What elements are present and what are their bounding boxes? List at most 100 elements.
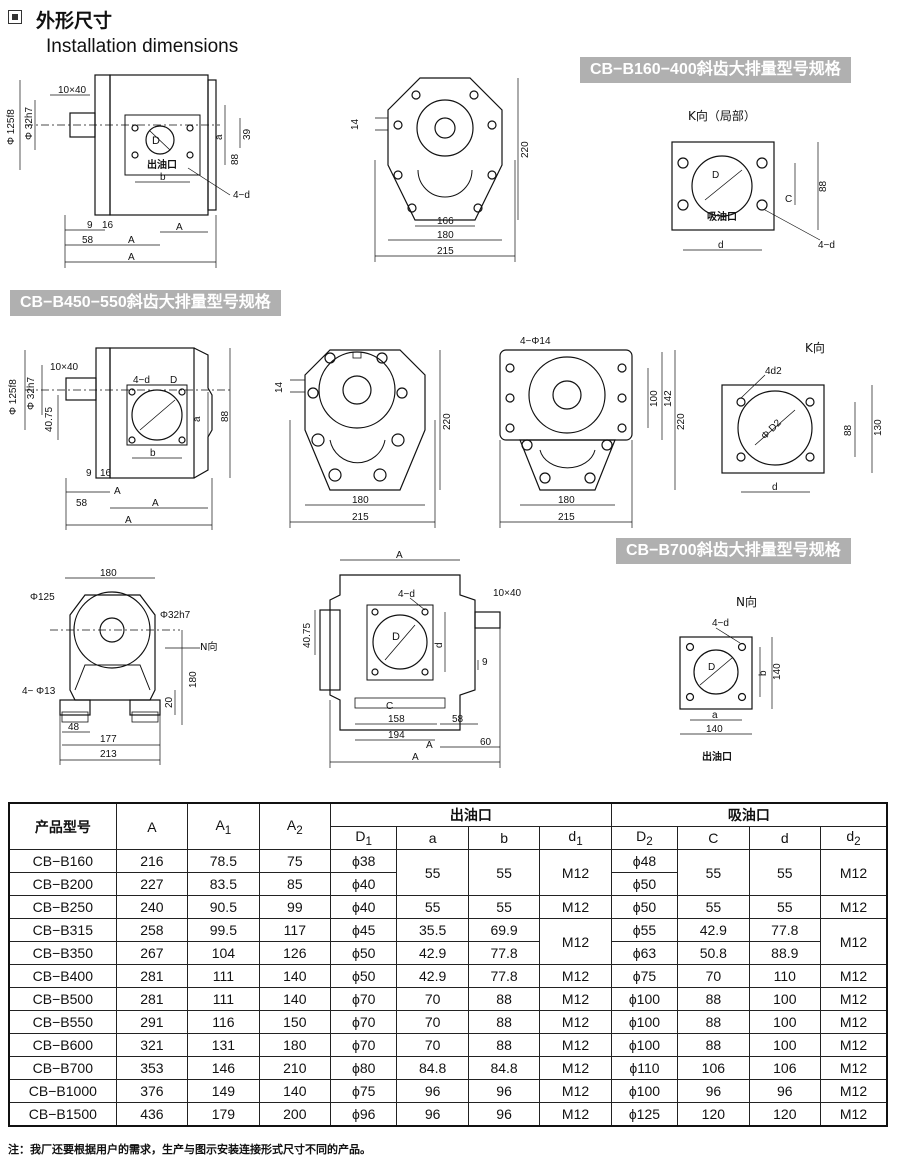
cell-d1: M12 (539, 849, 612, 896)
d2-rear-142: 142 (663, 390, 674, 407)
cell-D2: ϕ100 (610, 987, 679, 1011)
cell-D2: ϕ50 (610, 895, 679, 919)
d2-A: A (125, 515, 132, 526)
cell-a: 42.9 (396, 964, 469, 988)
cell-b: 55 (467, 895, 541, 919)
d3-phi125: Φ125 (30, 592, 55, 603)
cell-d2: M12 (820, 964, 888, 988)
d2-k-d2: Φ D2 (759, 417, 784, 442)
cell-D1: ϕ75 (330, 1079, 398, 1103)
cell-D2: ϕ100 (610, 1079, 679, 1103)
d2-k-88: 88 (843, 424, 854, 436)
cell-D1: ϕ40 (330, 895, 398, 919)
banner-b700: CB−B700斜齿大排量型号规格 (616, 538, 851, 564)
d1-88: 88 (230, 153, 241, 165)
table-row: CB−B700 353 146 210 ϕ80 84.8 84.8 M12 ϕ1… (8, 1056, 888, 1080)
d3-213: 213 (100, 749, 117, 760)
cell-D1: ϕ45 (330, 918, 398, 942)
cell-D2: ϕ75 (610, 964, 679, 988)
cell-a: 55 (396, 849, 469, 896)
cell-A2: 140 (258, 1079, 332, 1103)
cell-model: CB−B250 (8, 895, 117, 919)
d3-side-194: 194 (388, 730, 405, 741)
d1-k-88: 88 (818, 180, 829, 192)
d1-k-c: C (785, 194, 792, 205)
th-C: C (677, 826, 750, 850)
cell-d2: M12 (820, 987, 888, 1011)
cell-A1: 111 (187, 987, 260, 1011)
th-A2: A2 (258, 802, 332, 850)
table-row: CB−B550 291 116 150 ϕ70 70 88 M12 ϕ100 8… (8, 1010, 888, 1034)
cell-C: 42.9 (677, 918, 750, 942)
d3-180v: 180 (188, 671, 199, 688)
drawing-b160-front (374, 77, 519, 262)
cell-D1: ϕ50 (330, 941, 398, 965)
cell-b: 55 (467, 849, 541, 896)
cell-A1: 149 (187, 1079, 260, 1103)
cell-A1: 146 (187, 1056, 260, 1080)
th-d: d (748, 826, 822, 850)
drawing-b160-side (19, 74, 241, 268)
footnote: 注：我厂还要根据用户的需求，生产与图示安装连接形式尺寸不同的产品。 (8, 1143, 371, 1156)
cell-d2: M12 (820, 918, 888, 965)
table-row: CB−B500 281 111 140 ϕ70 70 88 M12 ϕ100 8… (8, 987, 888, 1011)
th-outlet: 出油口 (330, 802, 612, 827)
banner-b450-550: CB−B450−550斜齿大排量型号规格 (10, 290, 281, 316)
cell-model: CB−B1000 (8, 1079, 117, 1103)
cell-a: 55 (396, 895, 469, 919)
d2-phi32h7: Φ 32h7 (26, 377, 37, 410)
cell-C: 120 (677, 1102, 750, 1127)
d3-side-58: 58 (452, 714, 464, 725)
d3-n-title: N向 (736, 594, 757, 609)
cell-a: 96 (396, 1102, 469, 1127)
cell-C: 55 (677, 849, 750, 896)
cell-A1: 99.5 (187, 918, 260, 942)
cell-d2: M12 (820, 1056, 888, 1080)
cell-A: 281 (115, 964, 189, 988)
d1-hole: 4−d (233, 190, 250, 201)
cell-d: 77.8 (748, 918, 822, 942)
drawings-canvas: 10×40 Φ 125f8 Φ 32h7 D 出油口 b a 39 88 4−d… (6, 74, 884, 768)
cell-b: 88 (467, 1010, 541, 1034)
d3-48: 48 (68, 722, 80, 733)
cell-d: 120 (748, 1102, 822, 1127)
table-row: CB−B1000 376 149 140 ϕ75 96 96 M12 ϕ100 … (8, 1079, 888, 1103)
d2-k-title: K向 (805, 340, 825, 355)
d3-side-A2: A (396, 550, 403, 561)
th-D2: D2 (610, 826, 679, 850)
d2-phi125f8: Φ 125f8 (8, 379, 19, 415)
cell-a: 84.8 (396, 1056, 469, 1080)
drawing-b450-k (721, 374, 873, 493)
d2-front-180: 180 (352, 495, 369, 506)
d2-b: b (150, 448, 156, 459)
cell-A1: 111 (187, 964, 260, 988)
d3-177: 177 (100, 734, 117, 745)
th-A1: A1 (187, 802, 260, 850)
th-inlet: 吸油口 (610, 802, 888, 827)
d1-k-hole: 4−d (818, 240, 835, 251)
cell-A2: 85 (258, 872, 332, 896)
d2-front-220: 220 (442, 413, 453, 430)
cell-D2: ϕ100 (610, 1010, 679, 1034)
cell-C: 50.8 (677, 941, 750, 965)
cell-D2: ϕ50 (610, 872, 679, 896)
square-bullet-icon (8, 10, 22, 24)
cell-b: 88 (467, 1033, 541, 1057)
d3-n-a: a (712, 710, 718, 721)
cell-D2: ϕ110 (610, 1056, 679, 1080)
cell-A: 216 (115, 849, 189, 873)
d1-front-166: 166 (437, 216, 454, 227)
cell-a: 42.9 (396, 941, 469, 965)
cell-d2: M12 (820, 895, 888, 919)
d3-n-outlet: 出油口 (702, 750, 732, 763)
cell-model: CB−B550 (8, 1010, 117, 1034)
cell-D2: ϕ48 (610, 849, 679, 873)
cell-d: 88.9 (748, 941, 822, 965)
cell-A2: 126 (258, 941, 332, 965)
d1-front-14: 14 (350, 118, 361, 130)
d1-A2: A (176, 222, 183, 233)
d3-side-158: 158 (388, 714, 405, 725)
d2-rear-180: 180 (558, 495, 575, 506)
cell-D2: ϕ63 (610, 941, 679, 965)
cell-D1: ϕ70 (330, 1033, 398, 1057)
